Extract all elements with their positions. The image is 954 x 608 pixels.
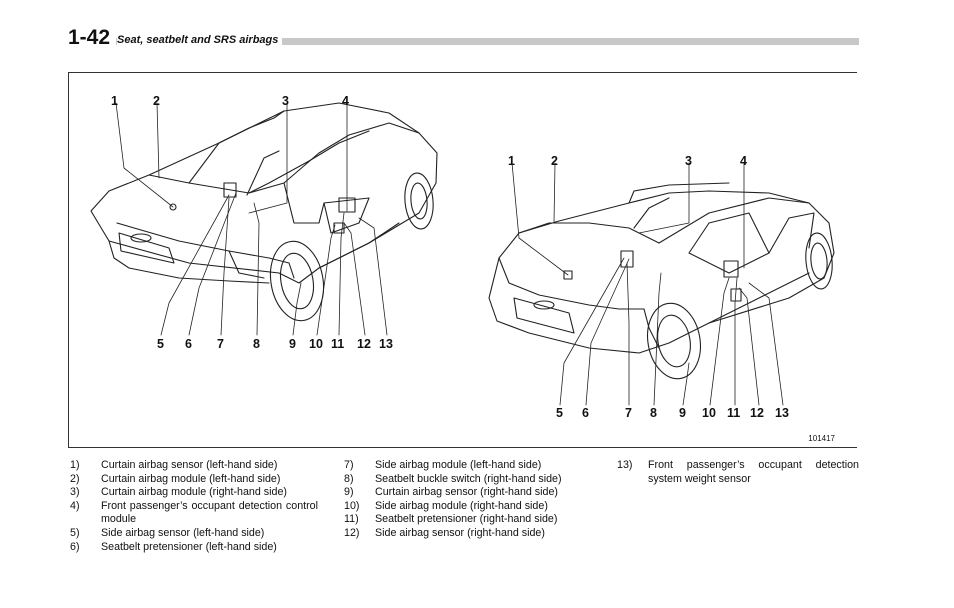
legend-item: 3) Curtain airbag module (right-hand side…: [70, 486, 318, 500]
legend-item: 7) Side airbag module (left-hand side): [344, 459, 594, 473]
legend-number: 2): [70, 472, 80, 485]
sedan-label-6: 6: [185, 337, 192, 351]
legend-text: Front passenger’s occupant detection con…: [101, 499, 318, 526]
legend-number: 13): [617, 459, 633, 471]
legend-number: 3): [70, 486, 80, 499]
legend-item: 5) Side airbag sensor (left-hand side): [70, 527, 318, 541]
figure-frame: 1 2 3 4 5 6 7 8 9 10 11 12 13 1 2 3 4 5 …: [68, 72, 857, 448]
wagon-label-12: 12: [750, 406, 764, 420]
legend-item: 12) Side airbag sensor (right-hand side): [344, 527, 594, 541]
figure-code: 101417: [808, 434, 835, 443]
sedan-drawing: [90, 102, 438, 322]
wagon-label-13: 13: [775, 406, 789, 420]
sedan-label-4: 4: [342, 94, 349, 108]
wagon-label-10: 10: [702, 406, 716, 420]
legend-text: Side airbag sensor (left-hand side): [101, 526, 265, 539]
legend-number: 12): [344, 526, 360, 539]
wagon-label-11: 11: [727, 406, 740, 420]
sedan-label-2: 2: [153, 94, 160, 108]
sedan-label-8: 8: [253, 337, 260, 351]
legend-item: 2) Curtain airbag module (left-hand side): [70, 473, 318, 487]
legend-text: Side airbag sensor (right-hand side): [375, 526, 545, 539]
vehicle-illustration: 1 2 3 4 5 6 7 8 9 10 11 12 13 1 2 3 4 5 …: [90, 94, 835, 420]
legend-text: Seatbelt pretensioner (right-hand side): [375, 513, 558, 526]
legend-item: 1) Curtain airbag sensor (left-hand side): [70, 459, 318, 473]
sedan-label-10: 10: [309, 337, 323, 351]
page-number: 1-42: [68, 26, 117, 50]
legend-number: 9): [344, 486, 354, 499]
wagon-label-5: 5: [556, 406, 563, 420]
legend-text: Seatbelt buckle switch (right-hand side): [375, 472, 562, 485]
legend-text: Curtain airbag sensor (left-hand side): [101, 459, 278, 471]
legend-number: 11): [344, 513, 359, 526]
sedan-label-11: 11: [331, 337, 344, 351]
legend-number: 4): [70, 499, 80, 512]
wagon-label-1: 1: [508, 154, 515, 168]
legend-item: 9) Curtain airbag sensor (right-hand side…: [344, 486, 594, 500]
sedan-label-3: 3: [282, 94, 289, 108]
sedan-leader-lines: [115, 102, 388, 336]
legend-column-2: 7) Side airbag module (left-hand side) 8)…: [344, 459, 594, 541]
legend-column-3: 13) Front passenger’s occupant detection …: [617, 459, 859, 486]
legend-text: Curtain airbag module (left-hand side): [101, 472, 281, 485]
sedan-label-1: 1: [111, 94, 118, 108]
legend-text: Side airbag module (left-hand side): [375, 459, 542, 471]
legend-text: Side airbag module (right-hand side): [375, 499, 548, 512]
wagon-number-labels: 1 2 3 4 5 6 7 8 9 10 11 12 13: [508, 154, 789, 420]
sedan-label-5: 5: [157, 337, 164, 351]
legend-item: 4) Front passenger’s occupant detection c…: [70, 500, 318, 527]
sedan-number-labels: 1 2 3 4 5 6 7 8 9 10 11 12 13: [111, 94, 393, 351]
legend-number: 7): [344, 459, 354, 471]
legend-text: Curtain airbag module (right-hand side): [101, 486, 287, 499]
legend-item: 11) Seatbelt pretensioner (right-hand sid…: [344, 513, 594, 527]
legend-item: 13) Front passenger’s occupant detection …: [617, 459, 859, 486]
wagon-label-9: 9: [679, 406, 686, 420]
wagon-label-3: 3: [685, 154, 692, 168]
legend-item: 8) Seatbelt buckle switch (right-hand sid…: [344, 473, 594, 487]
header-rule: [68, 38, 859, 45]
legend-item: 6) Seatbelt pretensioner (left-hand side): [70, 541, 318, 555]
legend-item: 10) Side airbag module (right-hand side): [344, 500, 594, 514]
wagon-label-6: 6: [582, 406, 589, 420]
sedan-label-12: 12: [357, 337, 371, 351]
wagon-drawing: [488, 182, 835, 380]
wagon-leader-lines: [511, 162, 784, 406]
legend-text: Seatbelt pretensioner (left-hand side): [101, 540, 277, 553]
legend-number: 1): [70, 459, 80, 471]
sedan-label-7: 7: [217, 337, 224, 351]
wagon-label-7: 7: [625, 406, 632, 420]
legend-number: 10): [344, 499, 360, 512]
wagon-label-8: 8: [650, 406, 657, 420]
legend-text: Curtain airbag sensor (right-hand side): [375, 486, 558, 499]
legend-text: Front passenger’s occupant detection sys…: [648, 459, 859, 485]
legend-column-1: 1) Curtain airbag sensor (left-hand side)…: [70, 459, 318, 554]
sedan-label-9: 9: [289, 337, 296, 351]
sedan-label-13: 13: [379, 337, 393, 351]
legend-number: 8): [344, 472, 354, 485]
legend-number: 5): [70, 526, 80, 539]
legend-number: 6): [70, 540, 80, 553]
wagon-label-4: 4: [740, 154, 747, 168]
wagon-label-2: 2: [551, 154, 558, 168]
section-title: Seat, seatbelt and SRS airbags: [117, 33, 283, 47]
